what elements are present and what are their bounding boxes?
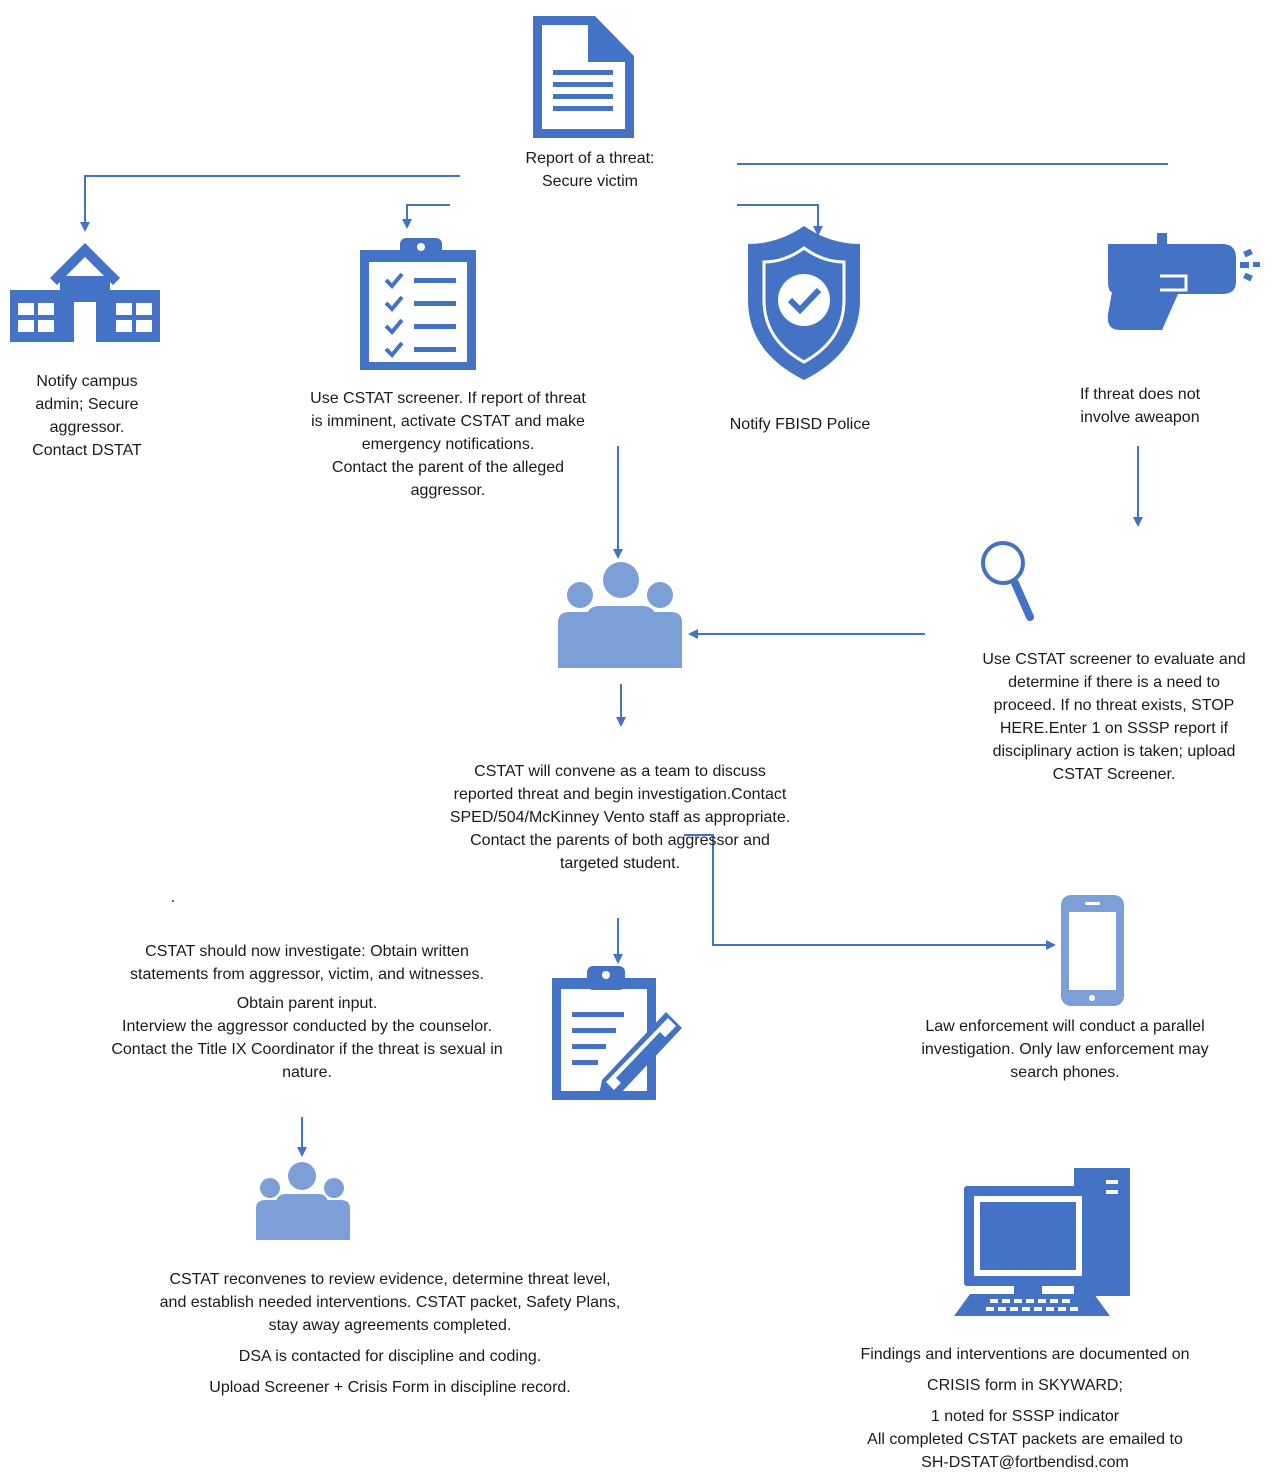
- smartphone-icon: [1061, 895, 1124, 1006]
- report-text: Report of a threat: Secure victim: [460, 147, 720, 193]
- weapon-text: If threat does not involve aweapon: [1040, 383, 1240, 429]
- text-line: Contact the Title IX Coordinator if the …: [111, 1041, 503, 1058]
- document-icon: [533, 16, 634, 138]
- arrow-report-to-campus: [80, 175, 460, 232]
- text-line: SH-DSTAT@fortbendisd.com: [921, 1454, 1129, 1471]
- reconvene-text: CSTAT reconvenes to review evidence, det…: [100, 1268, 680, 1399]
- text-line: disciplinary action is taken; upload: [992, 743, 1236, 760]
- text-line: proceed. If no threat exists, STOP: [993, 697, 1235, 714]
- text-line: All completed CSTAT packets are emailed …: [867, 1431, 1183, 1448]
- shield-check-icon: [748, 226, 860, 380]
- water-gun-icon: [1107, 233, 1260, 330]
- text-line: CRISIS form in SKYWARD;: [927, 1377, 1123, 1394]
- text-line: nature.: [282, 1064, 332, 1081]
- text-line: Upload Screener + Crisis Form in discipl…: [209, 1379, 571, 1396]
- desktop-computer-icon: [954, 1168, 1130, 1316]
- text-line: Use CSTAT screener to evaluate and: [982, 651, 1246, 668]
- investigate-text: CSTAT should now investigate: Obtain wri…: [62, 940, 552, 1084]
- arrow-report-to-screener: [402, 204, 450, 229]
- text-line: Contact the parent of the alleged: [331, 459, 565, 476]
- text-line: and establish needed interventions. CSTA…: [159, 1294, 621, 1311]
- evaluate-text: Use CSTAT screener to evaluate and deter…: [944, 648, 1284, 786]
- text-line: CSTAT Screener.: [1052, 766, 1176, 783]
- text-line: aggressor.: [410, 482, 486, 499]
- campus-text: Notify campus admin; Secure aggressor. C…: [4, 370, 170, 462]
- clipboard-pen-icon: [552, 966, 682, 1100]
- text-line: Notify FBISD Police: [729, 416, 871, 433]
- text-line: CSTAT reconvenes to review evidence, det…: [169, 1271, 611, 1288]
- school-building-icon: [10, 243, 160, 342]
- people-group-icon-small: [256, 1162, 350, 1240]
- text-line: Obtain parent input.: [236, 995, 378, 1012]
- arrow-clipboard-to-phone: [684, 834, 1056, 950]
- text-line: determine if there is a need to: [1008, 674, 1220, 691]
- text-line: involve aweapon: [1080, 409, 1200, 426]
- text-line: targeted student.: [559, 855, 681, 872]
- text-line: emergency notifications.: [361, 436, 535, 453]
- text-line: aggressor.: [49, 419, 125, 436]
- text-line: Secure victim: [541, 173, 639, 190]
- text-line: HERE.Enter 1 on SSSP report if: [999, 720, 1229, 737]
- text-line: Use CSTAT screener. If report of threat: [310, 390, 586, 407]
- checklist-clipboard-icon: [360, 238, 476, 370]
- text-line: Report of a threat:: [525, 150, 655, 167]
- text-line: CSTAT will convene as a team to discuss: [474, 763, 766, 780]
- police-text: Notify FBISD Police: [700, 413, 900, 436]
- stray-dot: .: [170, 889, 176, 906]
- magnifier-icon: [981, 541, 1034, 621]
- text-line: statements from aggressor, victim, and w…: [130, 966, 484, 983]
- text-line: If threat does not: [1079, 386, 1201, 403]
- text-line: CSTAT should now investigate: Obtain wri…: [145, 943, 469, 960]
- text-line: is imminent, activate CSTAT and make: [311, 413, 585, 430]
- computer-text: Findings and interventions are documente…: [800, 1343, 1250, 1474]
- phone-text: Law enforcement will conduct a parallel …: [870, 1015, 1260, 1084]
- text-line: DSA is contacted for discipline and codi…: [238, 1348, 542, 1365]
- text-line: Notify campus: [36, 373, 138, 390]
- text-line: search phones.: [1010, 1064, 1120, 1081]
- text-line: reported threat and begin investigation.…: [453, 786, 787, 803]
- text-line: Interview the aggressor conducted by the…: [122, 1018, 492, 1035]
- people-group-icon: [558, 562, 682, 668]
- text-line: Contact the parents of both aggressor an…: [470, 832, 770, 849]
- screener-text: Use CSTAT screener. If report of threat …: [262, 387, 634, 502]
- text-line: stay away agreements completed.: [268, 1317, 512, 1334]
- text-line: Law enforcement will conduct a parallel: [925, 1018, 1205, 1035]
- connectors: [80, 163, 1168, 1157]
- text-line: Contact DSTAT: [32, 442, 142, 459]
- text-line: admin; Secure: [35, 396, 139, 413]
- text-line: 1 noted for SSSP indicator: [930, 1408, 1120, 1425]
- text-line: SPED/504/McKinney Vento staff as appropr…: [449, 809, 791, 826]
- text-line: investigation. Only law enforcement may: [921, 1041, 1209, 1058]
- text-line: Findings and interventions are documente…: [860, 1346, 1190, 1363]
- convene-text: CSTAT will convene as a team to discuss …: [380, 760, 860, 875]
- arrow-report-to-police: [737, 204, 823, 236]
